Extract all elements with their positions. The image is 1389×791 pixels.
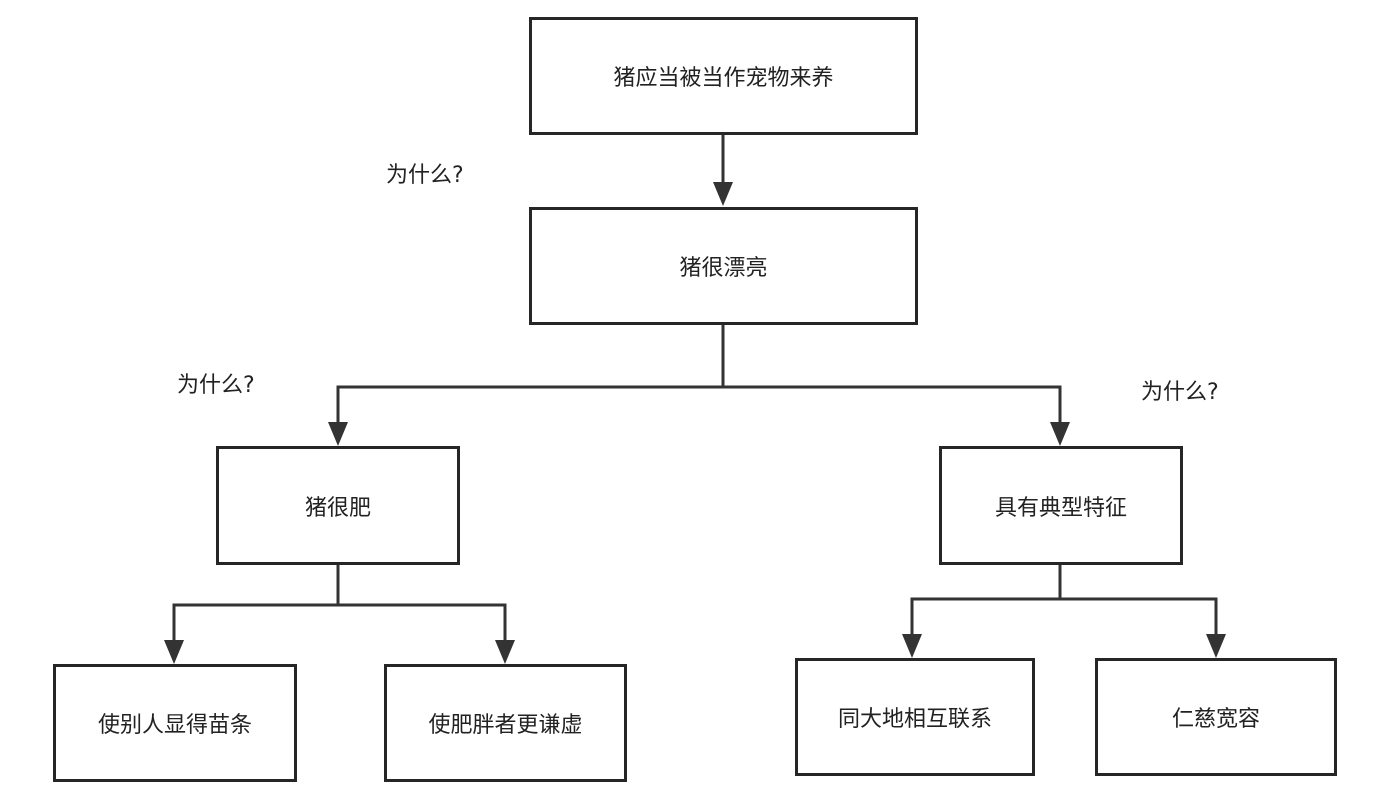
why-label-left: 为什么? [177,373,255,398]
arrowhead-fat [328,422,348,446]
arrowhead-typical [1050,422,1070,446]
connector-beautiful-fat [336,325,725,424]
why-label-top: 为什么? [386,163,464,188]
arrowhead-beautiful [713,182,733,206]
why-label-right: 为什么? [1141,380,1219,405]
connector-beautiful-typical [723,385,1062,424]
connector-fat-humble [338,603,507,642]
arrowhead-kind [1206,634,1226,658]
node-fat: 猪很肥 [216,446,460,565]
node-slim: 使别人显得苗条 [53,664,297,782]
node-typical: 具有典型特征 [939,446,1183,565]
node-earth: 同大地相互联系 [795,658,1035,776]
arrowhead-humble [495,640,515,664]
node-humble: 使肥胖者更谦虚 [384,664,627,782]
connector-fat-slim [172,565,340,642]
arrowhead-slim [164,640,184,664]
node-beautiful: 猪很漂亮 [529,207,918,325]
node-root: 猪应当被当作宠物来养 [529,17,918,135]
arrowhead-earth [902,634,922,658]
node-kind: 仁慈宽容 [1095,658,1337,776]
connector-typical-kind [1060,597,1218,636]
connector-typical-earth [910,565,1062,636]
